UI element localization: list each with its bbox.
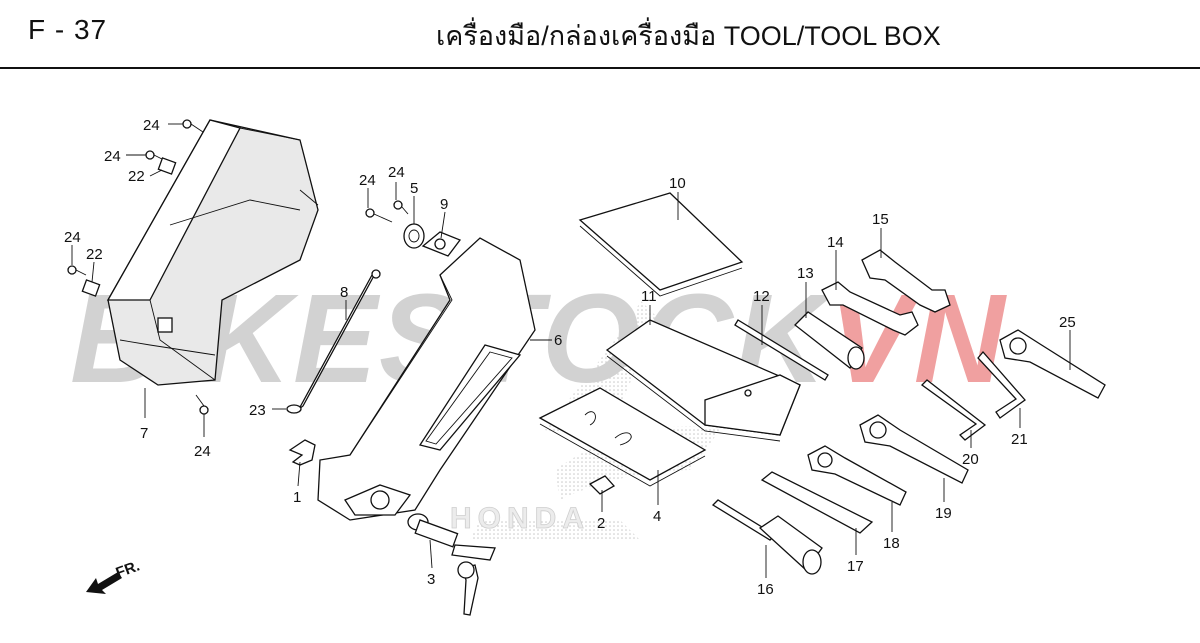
hex-key-small — [921, 379, 987, 441]
callout-7: 7 — [140, 425, 148, 442]
owners-manual-booklet — [538, 387, 707, 487]
direction-marker: FR. — [86, 558, 142, 594]
leader-lines — [71, 123, 1071, 578]
callout-4: 4 — [653, 508, 661, 525]
exploded-view: HONDA BIKESTOCKVN — [64, 117, 1106, 616]
callout-24: 24 — [359, 172, 376, 189]
callout-17: 17 — [847, 558, 864, 575]
svg-text:HONDA: HONDA — [450, 502, 590, 535]
callout-6: 6 — [554, 332, 562, 349]
callout-9: 9 — [440, 196, 448, 213]
callout-16: 16 — [757, 581, 774, 598]
pin-spanner — [999, 329, 1106, 399]
header-divider — [0, 67, 1200, 69]
callout-11: 11 — [641, 288, 657, 305]
callout-24: 24 — [104, 148, 121, 165]
washer — [286, 404, 302, 414]
key-cylinder — [407, 513, 496, 616]
direction-label: FR. — [114, 558, 143, 582]
callout-22: 22 — [86, 246, 103, 263]
socket-wrench — [711, 499, 823, 575]
small-clip — [588, 475, 616, 495]
callout-14: 14 — [827, 234, 844, 251]
callout-3: 3 — [427, 571, 435, 588]
callout-24: 24 — [194, 443, 211, 460]
callout-5: 5 — [410, 180, 418, 197]
callout-18: 18 — [883, 535, 900, 552]
owners-manual-sheet — [578, 192, 744, 297]
callout-1: 1 — [293, 489, 301, 506]
callout-24: 24 — [143, 117, 160, 134]
cushion-grommet — [365, 200, 462, 257]
tool-box-case — [106, 119, 319, 386]
callout-13: 13 — [797, 265, 814, 282]
callout-23: 23 — [249, 402, 266, 419]
arrow-down-left-icon — [86, 572, 122, 594]
tool-box-lid — [317, 237, 536, 521]
tool-bag — [605, 319, 801, 442]
callout-12: 12 — [753, 288, 770, 305]
page-title: เครื่องมือ/กล่องเครื่องมือ TOOL/TOOL BOX — [436, 21, 941, 51]
wrench-14x17 — [861, 249, 951, 313]
box-spanner-large — [859, 414, 969, 484]
page-header: F - 37 เครื่องมือ/กล่องเครื่องมือ TOOL/T… — [0, 0, 1200, 70]
callout-labels: 24 24 22 24 22 7 24 24 24 5 9 8 23 1 6 3… — [64, 117, 1076, 598]
callout-24: 24 — [388, 164, 405, 181]
support-rod — [298, 269, 381, 410]
callout-2: 2 — [597, 515, 605, 532]
callout-20: 20 — [962, 451, 979, 468]
hex-key-large — [977, 350, 1026, 419]
callout-10: 10 — [669, 175, 686, 192]
clip — [288, 439, 316, 466]
parts-diagram: HONDA BIKESTOCKVN — [0, 70, 1200, 638]
box-spanner-small — [807, 445, 907, 506]
figure-code: F - 37 — [28, 14, 108, 45]
callout-19: 19 — [935, 505, 952, 522]
callout-22: 22 — [128, 168, 145, 185]
screwdriver-shaft — [734, 319, 829, 381]
callout-25: 25 — [1059, 314, 1076, 331]
callout-21: 21 — [1011, 431, 1028, 448]
extension-bar — [760, 471, 874, 534]
screwdriver-handle — [794, 311, 865, 370]
case-fasteners — [67, 119, 209, 415]
wrench-10x12 — [821, 281, 919, 336]
callout-24: 24 — [64, 229, 81, 246]
callout-15: 15 — [872, 211, 889, 228]
callout-8: 8 — [340, 284, 348, 301]
